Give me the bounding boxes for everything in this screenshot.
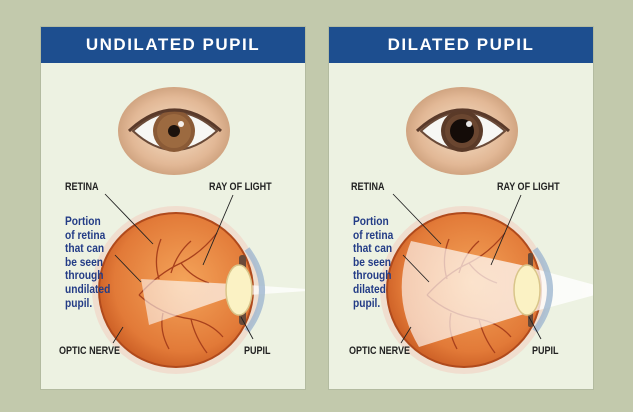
description-line: Portion	[65, 215, 110, 229]
dilated-pupil-panel: DILATED PUPIL RETINA RAY OF LIGHT OPTIC …	[328, 26, 594, 390]
description-line: pupil.	[65, 297, 110, 311]
dilated-eye-diagram	[329, 27, 594, 390]
description-line: through	[353, 269, 393, 283]
description-line: Portion	[353, 215, 393, 229]
frontal-eye-icon	[406, 87, 518, 175]
description-line: dilated	[353, 283, 393, 297]
retina-label: RETINA	[351, 181, 385, 193]
frontal-eye-icon	[118, 87, 230, 175]
ray-of-light-label: RAY OF LIGHT	[209, 181, 272, 193]
retina-portion-description: Portion of retina that can be seen throu…	[65, 215, 110, 310]
description-line: that can	[65, 242, 110, 256]
description-line: pupil.	[353, 297, 393, 311]
description-line: through	[65, 269, 110, 283]
lens-shape	[514, 265, 540, 315]
description-line: undilated	[65, 283, 110, 297]
optic-nerve-label: OPTIC NERVE	[59, 345, 120, 357]
description-line: that can	[353, 242, 393, 256]
description-line: of retina	[353, 229, 393, 243]
undilated-eye-diagram	[41, 27, 306, 390]
ray-of-light-label: RAY OF LIGHT	[497, 181, 560, 193]
description-line: be seen	[353, 256, 393, 270]
retina-portion-description: Portion of retina that can be seen throu…	[353, 215, 393, 310]
panel-title: DILATED PUPIL	[329, 27, 593, 63]
undilated-pupil-panel: UNDILATED PUPIL RETINA RAY OF LIGHT OPTI…	[40, 26, 306, 390]
optic-nerve-label: OPTIC NERVE	[349, 345, 410, 357]
description-line: of retina	[65, 229, 110, 243]
retina-label: RETINA	[65, 181, 99, 193]
panel-title: UNDILATED PUPIL	[41, 27, 305, 63]
pupil-label: PUPIL	[532, 345, 559, 357]
pupil-label: PUPIL	[244, 345, 271, 357]
small-pupil-icon	[168, 125, 180, 137]
lens-shape	[226, 265, 252, 315]
description-line: be seen	[65, 256, 110, 270]
